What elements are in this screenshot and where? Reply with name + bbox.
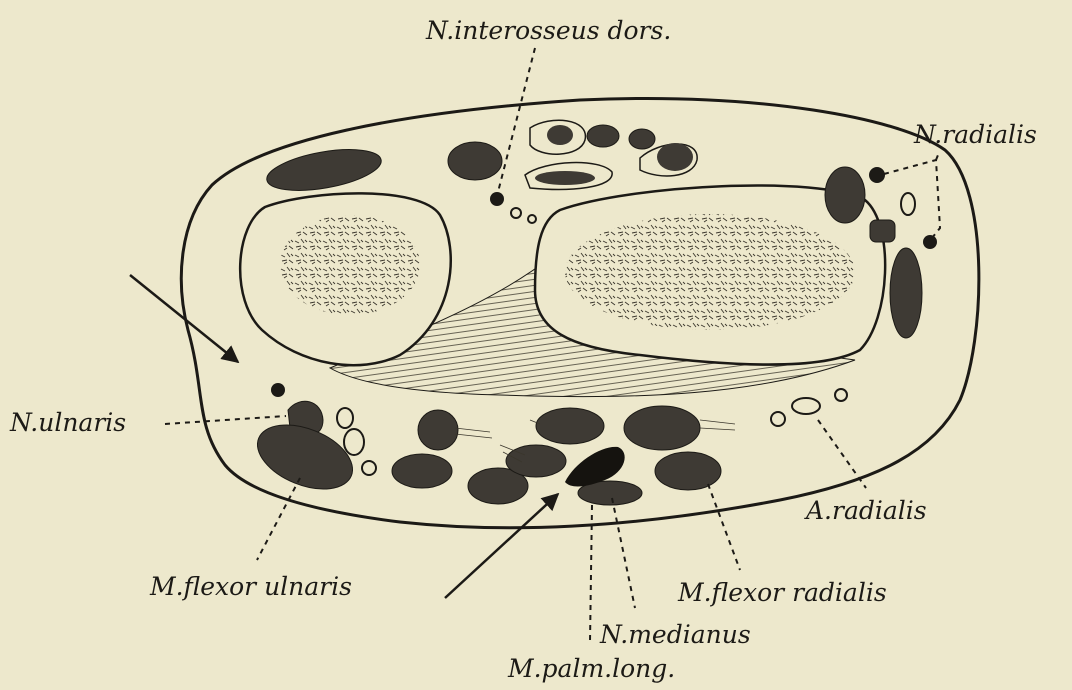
muscle-volar-6 bbox=[624, 406, 700, 450]
tendon-1 bbox=[547, 125, 573, 145]
muscle-volar-1 bbox=[418, 410, 458, 450]
tendon-3 bbox=[657, 143, 693, 171]
leader-interosseus bbox=[498, 48, 535, 192]
leader-flexor-radialis bbox=[708, 484, 740, 570]
leader-ulnaris bbox=[165, 416, 286, 424]
ulna-marrow bbox=[280, 215, 420, 315]
leader-radialis-2 bbox=[936, 155, 938, 160]
vessel-ring-3 bbox=[901, 193, 915, 215]
label-m-palm-long: M.palm.long. bbox=[508, 656, 675, 681]
muscle-radial-2 bbox=[870, 220, 895, 242]
a-radialis-ring-1 bbox=[792, 398, 820, 414]
leader-a-radialis bbox=[818, 420, 866, 488]
label-m-flexor-ulnaris: M.flexor ulnaris bbox=[150, 574, 352, 599]
muscle-dorsal-1 bbox=[264, 142, 384, 198]
muscle-radial-1 bbox=[825, 167, 865, 223]
arrow-medianus bbox=[445, 494, 558, 598]
arrow-ulnar-side bbox=[130, 275, 238, 362]
a-radialis-ring-2 bbox=[771, 412, 785, 426]
vessel-ring-2 bbox=[528, 215, 536, 223]
muscle-volar-5 bbox=[536, 408, 604, 444]
muscle-dorsal-3 bbox=[587, 125, 619, 147]
m-flexor-radialis bbox=[655, 452, 721, 490]
radius-marrow bbox=[565, 214, 855, 330]
vessel-ring-4 bbox=[337, 408, 353, 428]
muscle-volar-4 bbox=[506, 445, 566, 477]
label-n-medianus: N.medianus bbox=[600, 622, 751, 647]
label-n-interosseus-dors: N.interosseus dors. bbox=[426, 18, 671, 43]
muscle-volar-2 bbox=[392, 454, 452, 488]
n-radialis-dot bbox=[869, 167, 885, 183]
n-interosseus-dot bbox=[490, 192, 504, 206]
muscle-radial-3 bbox=[890, 248, 922, 338]
a-radialis-ring-3 bbox=[835, 389, 847, 401]
muscle-dorsal-2 bbox=[448, 142, 502, 180]
label-m-flexor-radialis: M.flexor radialis bbox=[678, 580, 887, 605]
vessel-ring-1 bbox=[511, 208, 521, 218]
ulnar-vessel-dot bbox=[271, 383, 285, 397]
radial-vessel-dot bbox=[923, 235, 937, 249]
label-n-radialis: N.radialis bbox=[914, 122, 1037, 147]
vessel-ring-5 bbox=[344, 429, 364, 455]
n-medianus-shape bbox=[565, 447, 625, 487]
tendon-2 bbox=[535, 171, 595, 185]
leader-medianus bbox=[612, 498, 635, 608]
label-n-ulnaris: N.ulnaris bbox=[10, 410, 126, 435]
vessel-ring-6 bbox=[362, 461, 376, 475]
muscle-dorsal-4 bbox=[629, 129, 655, 149]
label-a-radialis: A.radialis bbox=[806, 498, 927, 523]
